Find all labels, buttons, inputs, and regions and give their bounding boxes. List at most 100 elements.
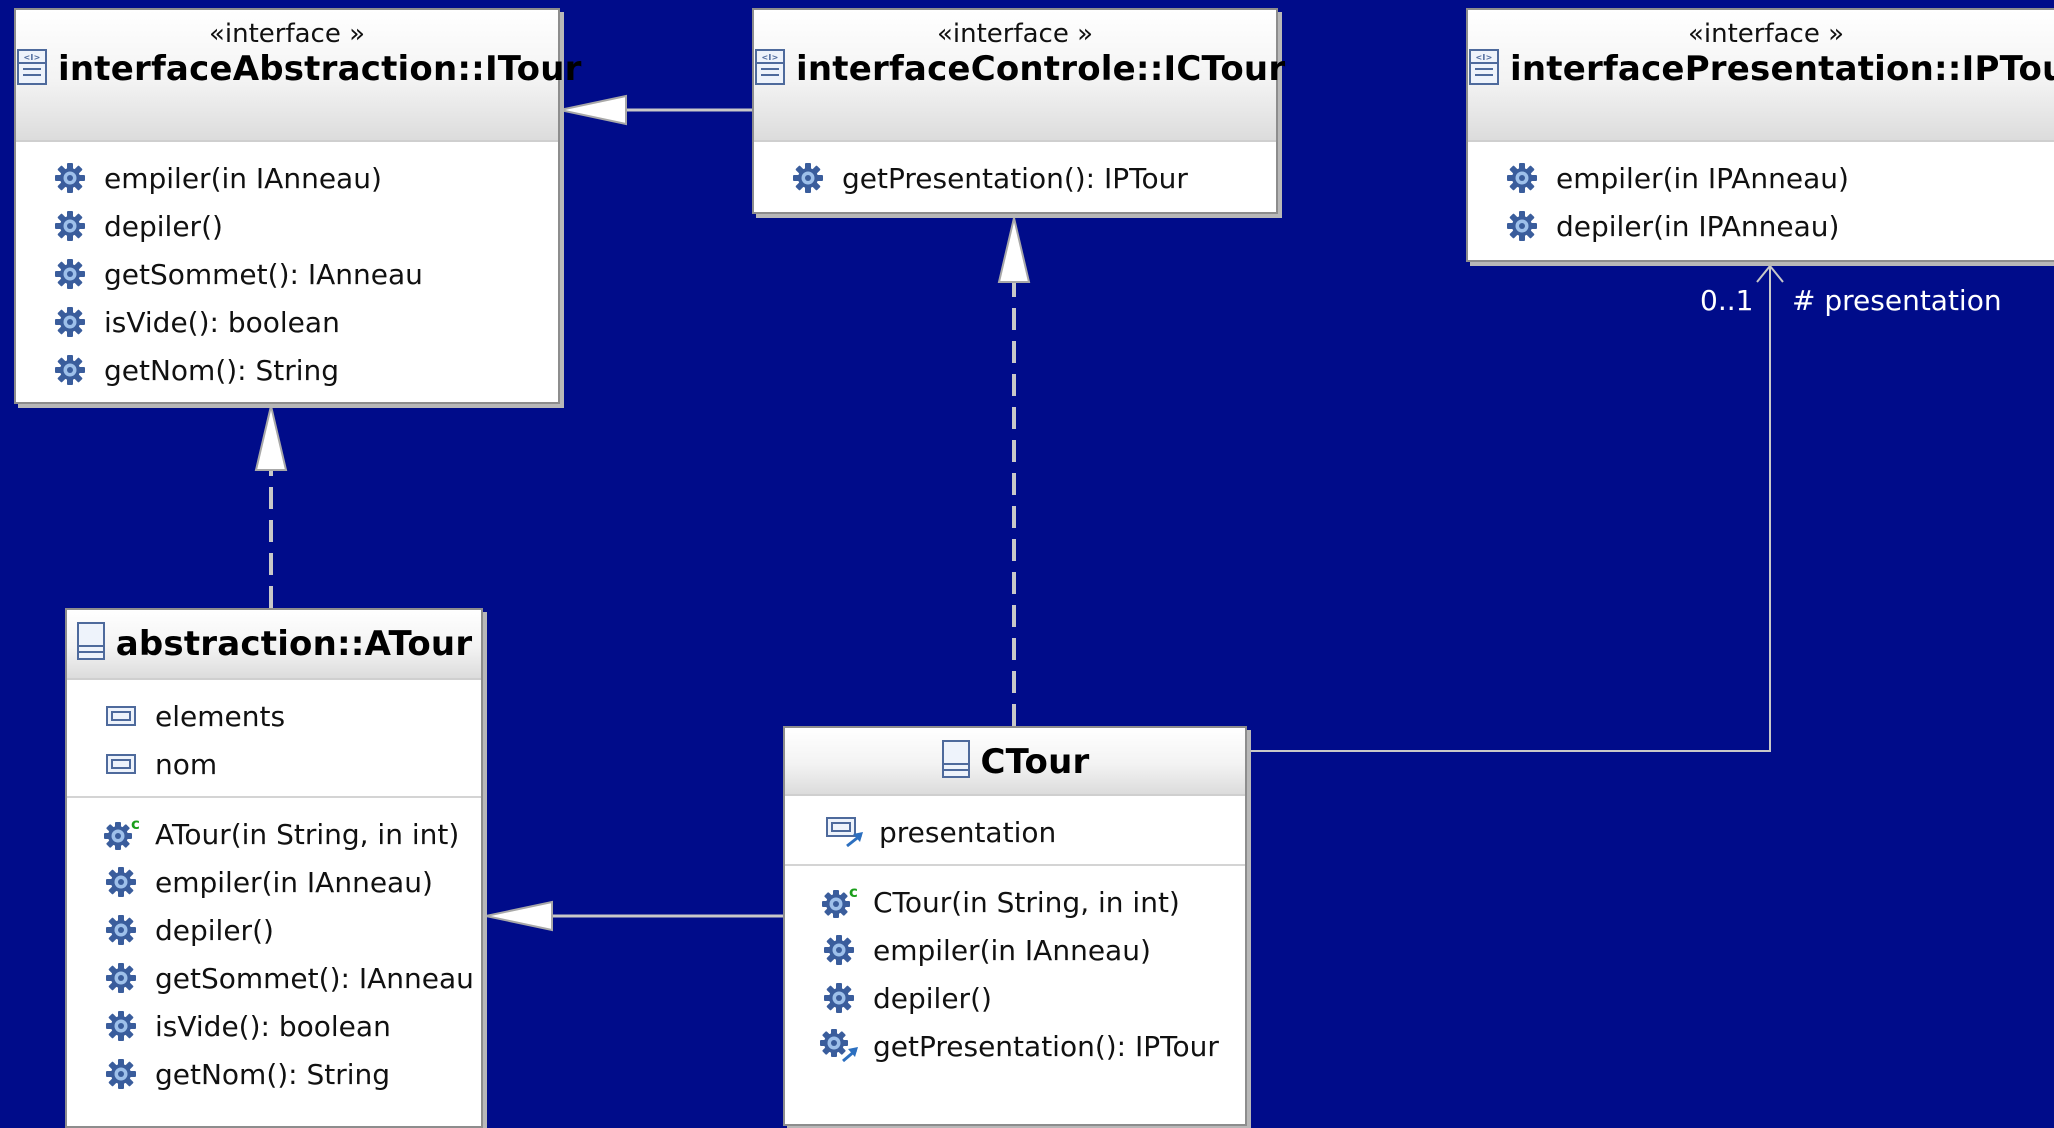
operation-row[interactable]: empiler(in IAnneau)	[785, 926, 1245, 974]
constructor-gear-icon: c	[819, 884, 859, 920]
class-ctour-header: CTour	[785, 728, 1245, 796]
operation-row[interactable]: depiler()	[67, 906, 481, 954]
interface-iptour[interactable]: «interface » <I> interfacePresentation::…	[1466, 8, 2054, 262]
operation-label: depiler(in IPAnneau)	[1556, 209, 1840, 243]
method-gear-icon	[101, 1008, 141, 1044]
operation-label: depiler()	[155, 913, 274, 947]
interface-icon: <I>	[754, 49, 786, 95]
method-gear-icon	[101, 912, 141, 948]
interface-name: interfaceControle::ICTour	[796, 49, 1286, 89]
operation-label: ATour(in String, in int)	[155, 817, 460, 851]
attributes-compartment: elements nom	[67, 680, 481, 796]
operation-row[interactable]: getNom(): String	[67, 1050, 481, 1098]
operation-label: getSommet(): IAnneau	[155, 961, 474, 995]
method-gear-icon	[50, 208, 90, 244]
operation-label: getNom(): String	[155, 1057, 391, 1091]
compartment-divider	[67, 796, 481, 798]
operation-row[interactable]: isVide(): boolean	[16, 298, 558, 346]
generalization-ictour-to-itour	[559, 94, 752, 126]
association-multiplicity: 0..1	[1700, 284, 1754, 317]
stereotype-label: «interface »	[1687, 19, 1845, 49]
svg-text:<I>: <I>	[24, 53, 41, 62]
method-gear-icon	[1502, 160, 1542, 196]
interface-ictour[interactable]: «interface » <I> interfaceControle::ICTo…	[752, 8, 1285, 214]
attribute-label: presentation	[879, 815, 1057, 849]
operations-compartment: c ATour(in String, in int) empiler(in IAnn…	[67, 798, 481, 1106]
operation-row[interactable]: empiler(in IAnneau)	[67, 858, 481, 906]
compartment-divider	[785, 864, 1245, 866]
association-role-name: # presentation	[1792, 284, 2002, 317]
method-gear-icon	[1502, 208, 1542, 244]
operation-row[interactable]: depiler(in IPAnneau)	[1468, 202, 2054, 250]
method-gear-icon	[819, 980, 859, 1016]
attribute-row[interactable]: presentation	[785, 808, 1245, 856]
operation-label: getPresentation(): IPTour	[873, 1029, 1219, 1063]
attribute-row[interactable]: elements	[67, 692, 481, 740]
interface-icon: <I>	[16, 49, 48, 95]
method-gear-icon	[819, 932, 859, 968]
operation-row[interactable]: c ATour(in String, in int)	[67, 810, 481, 858]
interface-ictour-header: «interface » <I> interfaceControle::ICTo…	[754, 10, 1285, 142]
attribute-row[interactable]: nom	[67, 740, 481, 788]
operation-label: depiler()	[104, 209, 223, 243]
operation-label: getNom(): String	[104, 353, 340, 387]
operation-row[interactable]: empiler(in IAnneau)	[16, 154, 558, 202]
operation-label: isVide(): boolean	[155, 1009, 391, 1043]
method-gear-icon	[101, 864, 141, 900]
operation-label: getSommet(): IAnneau	[104, 257, 423, 291]
realization-atour-to-itour	[254, 405, 288, 608]
generalization-ctour-to-atour	[485, 900, 783, 932]
operation-row[interactable]: getSommet(): IAnneau	[16, 250, 558, 298]
operation-row[interactable]: getSommet(): IAnneau	[67, 954, 481, 1002]
interface-icon: <I>	[1468, 49, 1500, 95]
operation-row[interactable]: getPresentation(): IPTour	[785, 1022, 1245, 1070]
interface-name: interfaceAbstraction::ITour	[58, 49, 582, 89]
svg-text:c: c	[131, 816, 140, 833]
field-icon	[101, 746, 141, 782]
getter-method-icon	[819, 1028, 859, 1064]
association-field-icon	[825, 814, 865, 850]
operation-row[interactable]: depiler()	[785, 974, 1245, 1022]
operation-row[interactable]: isVide(): boolean	[67, 1002, 481, 1050]
operation-label: empiler(in IAnneau)	[873, 933, 1151, 967]
operations-compartment: empiler(in IPAnneau) depiler(in IPAnneau)	[1468, 142, 2054, 258]
class-atour-header: abstraction::ATour	[67, 610, 481, 680]
svg-text:<I>: <I>	[762, 53, 779, 62]
method-gear-icon	[50, 352, 90, 388]
operation-label: empiler(in IAnneau)	[155, 865, 433, 899]
interface-itour[interactable]: «interface » <I> interfaceAbstraction::I…	[14, 8, 581, 404]
realization-ctour-to-ictour	[997, 217, 1031, 726]
operation-label: getPresentation(): IPTour	[842, 161, 1188, 195]
association-ctour-to-iptour	[1246, 264, 1784, 752]
stereotype-label: «interface »	[208, 19, 366, 49]
operation-row[interactable]: getNom(): String	[16, 346, 558, 394]
operation-row[interactable]: getPresentation(): IPTour	[754, 154, 1276, 202]
field-icon	[101, 698, 141, 734]
operation-row[interactable]: empiler(in IPAnneau)	[1468, 154, 2054, 202]
method-gear-icon	[788, 160, 828, 196]
method-gear-icon	[50, 256, 90, 292]
operation-label: empiler(in IPAnneau)	[1556, 161, 1849, 195]
interface-name: interfacePresentation::IPTour	[1510, 49, 2054, 89]
method-gear-icon	[50, 160, 90, 196]
operations-compartment: empiler(in IAnneau) depiler() getSommet():…	[16, 142, 558, 402]
class-name: CTour	[980, 742, 1090, 782]
method-gear-icon	[101, 1056, 141, 1092]
operations-compartment: getPresentation(): IPTour	[754, 142, 1276, 210]
interface-itour-header: «interface » <I> interfaceAbstraction::I…	[16, 10, 581, 142]
operation-row[interactable]: depiler()	[16, 202, 558, 250]
attribute-label: nom	[155, 747, 218, 781]
method-gear-icon	[101, 960, 141, 996]
method-gear-icon	[50, 304, 90, 340]
operation-label: depiler()	[873, 981, 992, 1015]
attribute-label: elements	[155, 699, 286, 733]
operation-label: isVide(): boolean	[104, 305, 340, 339]
stereotype-label: «interface »	[936, 19, 1094, 49]
constructor-gear-icon: c	[101, 816, 141, 852]
class-icon	[941, 740, 971, 788]
